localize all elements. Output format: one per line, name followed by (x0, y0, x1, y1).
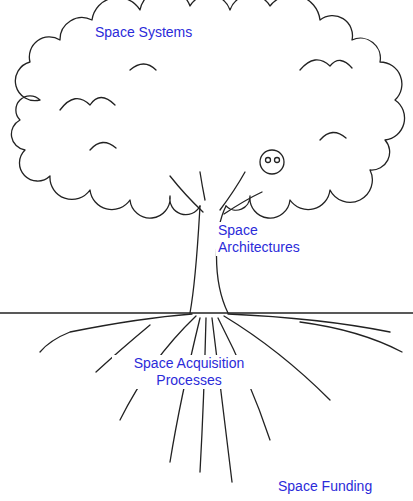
owl-eye (275, 158, 280, 163)
tree-label: Space Acquisition Processes (112, 355, 266, 389)
tree-canopy (11, 0, 404, 218)
tree-label: Space Architectures (216, 222, 320, 256)
owl-face (260, 150, 284, 174)
canopy-scribble (60, 60, 352, 150)
tree-branches (170, 172, 262, 214)
ground-line (0, 312, 413, 313)
tree-drawing (0, 0, 413, 482)
tree-label: Space Systems (93, 24, 194, 41)
tree-label: Space Funding (276, 478, 374, 495)
tree-roots (40, 314, 402, 482)
owl-eye (266, 158, 271, 163)
